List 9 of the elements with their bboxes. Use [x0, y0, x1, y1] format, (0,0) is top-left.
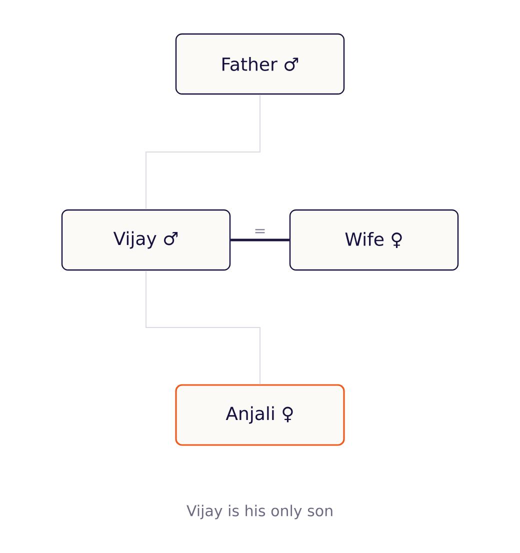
- connector-line: [146, 94, 260, 210]
- person-box: Father ♂: [175, 33, 345, 95]
- person-box: Anjali ♀: [175, 384, 345, 446]
- person-box: Wife ♀: [289, 209, 459, 271]
- person-box: Vijay ♂: [61, 209, 231, 271]
- caption: Vijay is his only son: [186, 504, 332, 520]
- edge-label: =: [252, 228, 268, 237]
- connector-line: [146, 270, 260, 385]
- connector-line: [230, 238, 290, 242]
